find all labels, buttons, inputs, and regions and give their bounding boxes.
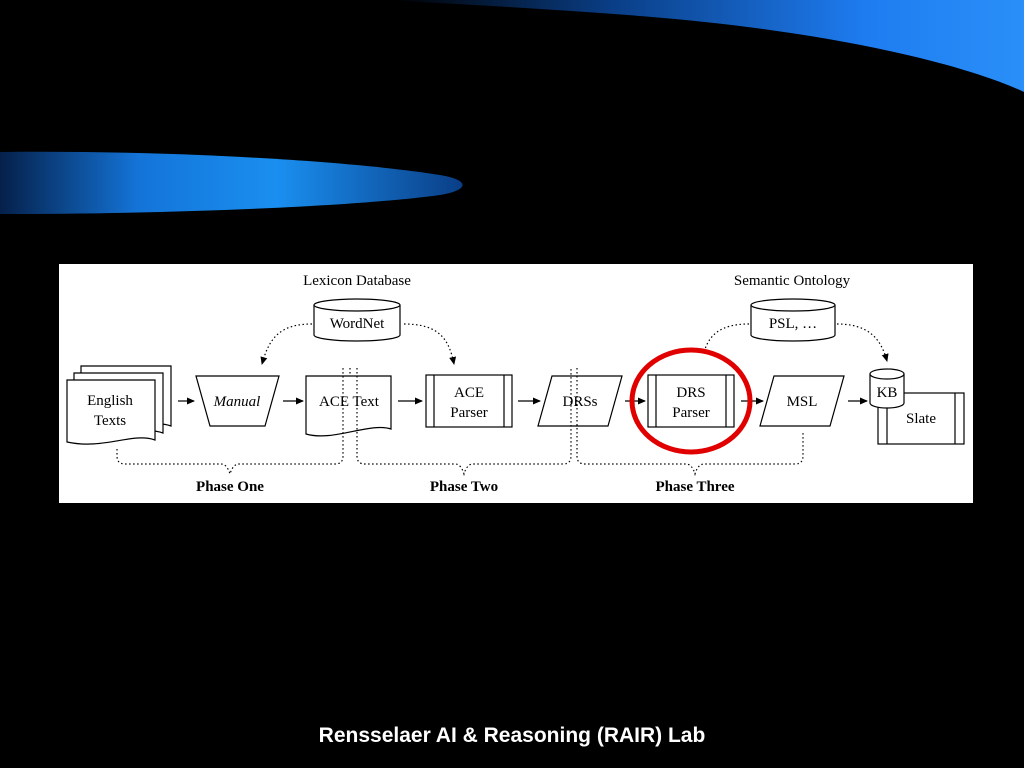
- drs-parser-line1: DRS: [676, 385, 705, 401]
- drs-parser-node: DRS Parser: [647, 374, 735, 428]
- psl-database: PSL, …: [750, 298, 836, 342]
- english-texts-line2: Texts: [94, 413, 126, 429]
- semantic-ontology-label: Semantic Ontology: [734, 273, 851, 289]
- ace-parser-node: ACE Parser: [425, 374, 513, 428]
- top-swoosh: [390, 0, 1024, 92]
- english-texts-line1: English: [87, 393, 133, 409]
- left-swoosh: [0, 151, 463, 214]
- phase-three-label: Phase Three: [655, 479, 734, 495]
- wordnet-label: WordNet: [330, 316, 385, 332]
- ace-parser-line2: Parser: [450, 405, 488, 421]
- kb-database: KB: [869, 368, 905, 409]
- highlight-circle: [629, 347, 753, 455]
- kb-label: KB: [877, 385, 898, 401]
- phase-one-label: Phase One: [196, 479, 264, 495]
- footer-lab-name: Rensselaer AI & Reasoning (RAIR) Lab: [318, 724, 706, 747]
- phase-braces: [116, 368, 804, 477]
- msl-node: MSL: [759, 375, 845, 427]
- slate-label: Slate: [906, 411, 936, 427]
- msl-label: MSL: [787, 394, 818, 410]
- drss-label: DRSs: [562, 394, 597, 410]
- drs-parser-line2: Parser: [672, 405, 710, 421]
- slate-node: Slate: [877, 392, 965, 445]
- lexicon-database-label: Lexicon Database: [303, 273, 411, 289]
- english-texts-node: English Texts: [66, 365, 172, 445]
- database-arrows: [260, 323, 889, 365]
- phase-two-label: Phase Two: [430, 479, 498, 495]
- ace-parser-line1: ACE: [454, 385, 484, 401]
- manual-node: Manual: [195, 375, 280, 427]
- manual-label: Manual: [213, 394, 261, 410]
- drss-node: DRSs: [537, 375, 623, 427]
- pipeline-diagram: Lexicon Database WordNet Semantic Ontolo…: [59, 264, 973, 503]
- wordnet-database: WordNet: [313, 298, 401, 342]
- ace-text-node: ACE Text: [305, 375, 392, 437]
- psl-label: PSL, …: [769, 316, 817, 332]
- ace-text-label: ACE Text: [319, 394, 380, 410]
